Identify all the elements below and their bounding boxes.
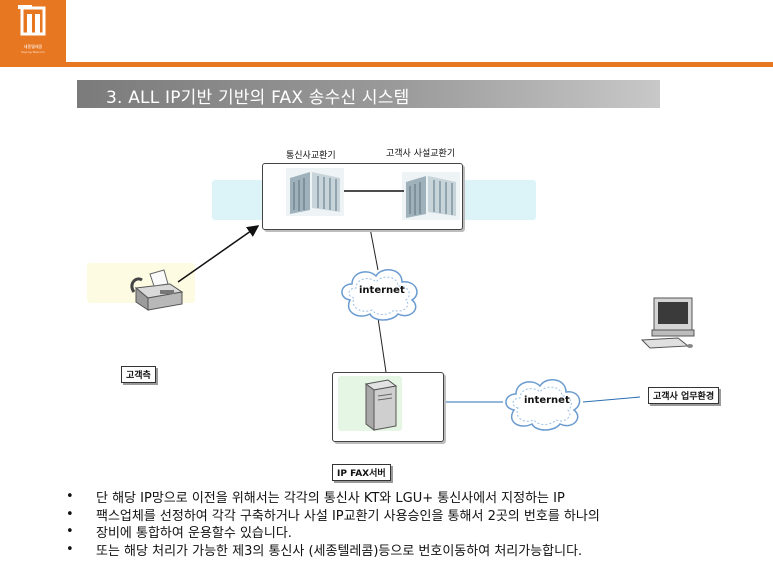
- cloud-to-office-line: [582, 396, 641, 403]
- carrier-exchange-label: 통신사교환기: [286, 151, 336, 161]
- bullet-text: 또는 해당 처리가 가능한 제3의 통신사 (세종텔레콤)등으로 번호이동하여 …: [96, 543, 583, 559]
- exchange-link-line: [344, 190, 404, 192]
- bullet-icon: •: [66, 541, 74, 557]
- bullet-icon: •: [66, 489, 74, 505]
- logo-subcaption: Sejong Telecom: [21, 50, 45, 54]
- bullet-icon: •: [66, 524, 74, 540]
- exchange-to-cloud-line: [369, 227, 379, 271]
- desktop-computer-icon: [640, 297, 695, 349]
- list-item: • 또는 해당 처리가 가능한 제3의 통신사 (세종텔레콤)등으로 번호이동하…: [66, 541, 766, 559]
- logo-mark-icon: [18, 5, 46, 36]
- internet-cloud-label-top: internet: [359, 285, 405, 296]
- bullet-text: 장비에 통합하여 운용할수 있습니다.: [96, 526, 292, 542]
- fax-machine-icon: [130, 269, 184, 311]
- internet-cloud-icon: [505, 379, 581, 431]
- internet-cloud-icon: [341, 269, 418, 321]
- fax-to-exchange-arrow: [177, 225, 260, 283]
- bullet-text: 팩스업체를 선정하여 각각 구축하거나 사설 IP교환기 사용승인을 통해서 2…: [96, 508, 600, 524]
- header-band: [0, 0, 773, 60]
- server-tower-icon: [364, 379, 398, 431]
- customer-office-tag: 고객사 업무환경: [648, 387, 720, 404]
- customer-side-tag: 고객측: [121, 366, 156, 383]
- page-title: 3. ALL IP기반 기반의 FAX 송수신 시스템: [106, 88, 410, 108]
- notes-list: • 단 해당 IP망으로 이전을 위해서는 각각의 통신사 KT와 LGU+ 통…: [66, 488, 766, 559]
- customer-exchange-rack-icon: [402, 172, 460, 220]
- title-bar: [77, 80, 660, 108]
- customer-exchange-label: 고객사 사설교환기: [386, 149, 456, 159]
- list-item: • 단 해당 IP망으로 이전을 위해서는 각각의 통신사 KT와 LGU+ 통…: [66, 488, 766, 506]
- header-rule: [0, 62, 773, 67]
- list-item: • 팩스업체를 선정하여 각각 구축하거나 사설 IP교환기 사용승인을 통해서…: [66, 506, 766, 524]
- logo-caption: 세종텔레콤: [23, 44, 43, 49]
- list-item: • 장비에 통합하여 운용할수 있습니다.: [66, 523, 766, 541]
- internet-cloud-label-right: internet: [524, 395, 570, 406]
- ip-fax-server-tag: IP FAX서버: [332, 464, 391, 481]
- bullet-icon: •: [66, 506, 74, 522]
- carrier-exchange-rack-icon: [286, 168, 344, 216]
- bullet-text: 단 해당 IP망으로 이전을 위해서는 각각의 통신사 KT와 LGU+ 통신사…: [96, 491, 565, 507]
- cloud-to-server-line: [377, 317, 387, 373]
- company-logo: [0, 0, 66, 62]
